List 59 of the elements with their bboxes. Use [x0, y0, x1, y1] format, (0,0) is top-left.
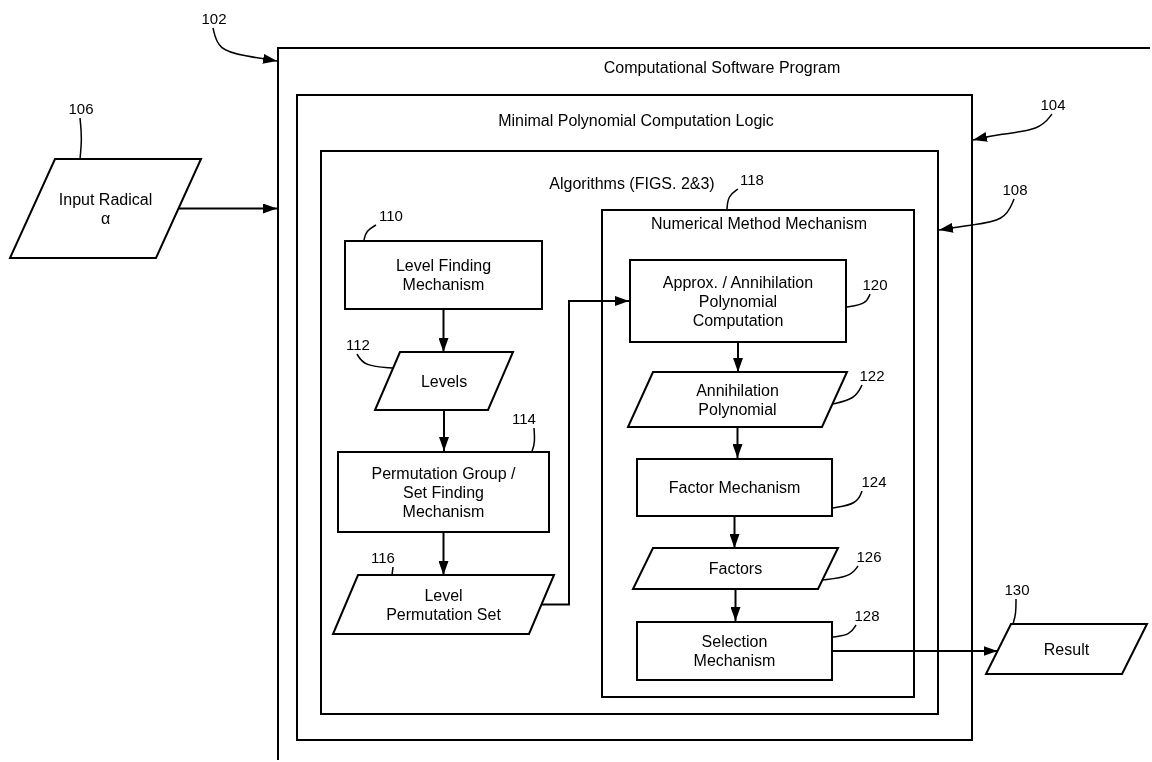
node-label: Selection Mechanism	[692, 632, 777, 670]
leader-line	[972, 113, 1053, 142]
process-box	[629, 259, 847, 343]
leader-line	[363, 224, 377, 241]
callout-number: 126	[852, 548, 886, 566]
node-label: Level Finding Mechanism	[394, 256, 493, 294]
callout-number: 120	[858, 276, 892, 294]
callout-number: 116	[366, 549, 400, 567]
group-box	[296, 94, 973, 741]
node-label: Level Permutation Set	[385, 585, 502, 624]
node-label: Result	[1042, 639, 1091, 659]
callout-number: 118	[735, 171, 769, 189]
group-box	[320, 150, 939, 715]
arrow	[732, 426, 743, 459]
leader-line	[356, 353, 394, 369]
arrow	[439, 409, 449, 452]
callout-number: 110	[374, 207, 408, 225]
callout-number: 102	[197, 10, 231, 28]
node-label: Factors	[707, 559, 764, 578]
group-box	[277, 47, 1150, 760]
box-title: Minimal Polynomial Computation Logic	[498, 111, 774, 130]
callout-number: 106	[64, 100, 98, 118]
process-box	[344, 240, 543, 310]
leader-line	[938, 198, 1015, 233]
process-box	[636, 458, 833, 517]
leader-line	[1012, 598, 1017, 625]
arrow	[730, 588, 741, 622]
box-title: Algorithms (FIGS. 2&3)	[549, 174, 715, 193]
callout-number: 112	[341, 336, 375, 354]
node-label: Input Radical α	[57, 189, 154, 228]
box-title: Computational Software Program	[603, 58, 841, 77]
box-title: Numerical Method Mechanism	[650, 214, 868, 233]
callout-number: 114	[507, 410, 541, 428]
leader-line	[832, 624, 857, 638]
leader-line	[212, 27, 278, 64]
arrow	[438, 532, 449, 576]
arrow	[733, 342, 743, 373]
node-label: Levels	[419, 371, 469, 391]
callout-number: 124	[857, 473, 891, 491]
leader-line	[531, 427, 536, 452]
callout-number: 104	[1036, 96, 1070, 114]
arrow	[438, 309, 449, 353]
node-label: Approx. / Annihilation Polynomial Computation	[661, 272, 815, 330]
leader-line	[79, 117, 83, 160]
group-box	[601, 209, 915, 698]
leader-line	[846, 293, 871, 308]
leader-line	[726, 188, 739, 210]
callout-number: 130	[1000, 581, 1034, 599]
arrow	[540, 296, 630, 606]
callout-number: 108	[998, 181, 1032, 199]
process-box	[636, 621, 833, 681]
arrow	[729, 516, 740, 549]
node-label: Factor Mechanism	[667, 478, 802, 497]
leader-line	[832, 490, 863, 509]
callout-number: 122	[855, 367, 889, 385]
callout-number: 128	[850, 607, 884, 625]
node-label: Permutation Group / Set Finding Mechanism	[370, 463, 517, 521]
process-box	[337, 451, 550, 533]
node-label: Annihilation Polynomial	[695, 380, 780, 419]
